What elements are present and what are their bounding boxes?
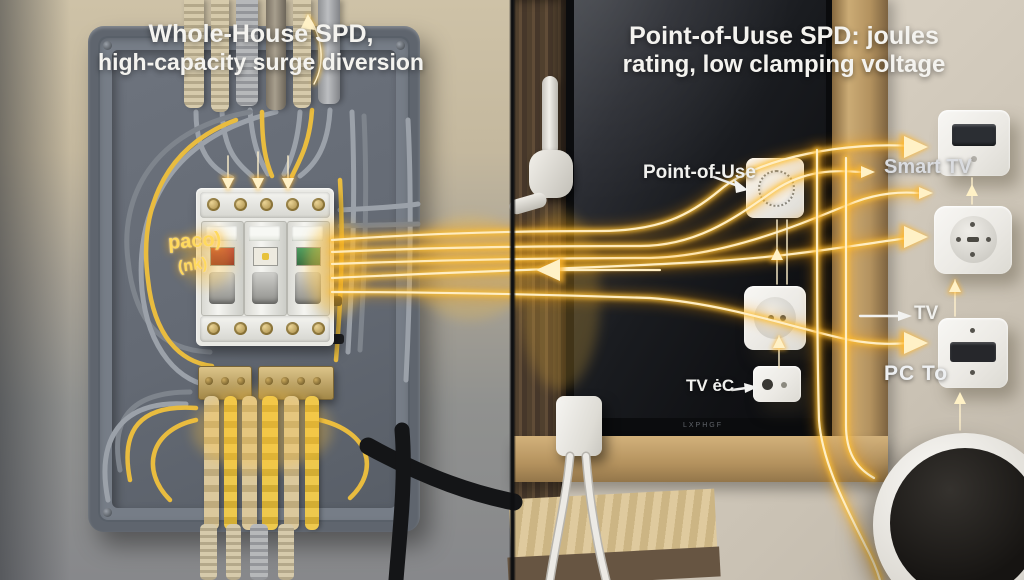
left-title: Whole-House SPD, high-capacity surge div… [96,20,426,76]
screw-icon [103,41,112,50]
label-tv: TV [914,303,939,324]
conduit [211,0,229,112]
din-breaker-module [196,188,334,346]
plug-button [971,156,977,162]
smart-thermostat [873,433,1024,580]
label-smart-tv: Smart TV [884,156,972,178]
terminal-block [198,366,252,400]
adapter-dial-face [758,170,795,207]
breaker-label-sticker [249,226,280,241]
outlet-slot [950,342,996,362]
conduit [236,0,258,106]
socket-hole [970,370,975,375]
terminal-screw-icon [234,198,247,211]
terminal-screw-icon [260,322,273,335]
sleeved-wire [242,396,257,530]
screw-icon [396,41,405,50]
smart-plug-with-display [938,110,1010,176]
screw-icon [281,377,289,385]
conduit-bottom [278,524,294,580]
screw-icon [396,508,405,517]
conduit-pipe-vertical [542,76,558,156]
socket-hole [970,328,975,333]
screw-icon [297,377,305,385]
sleeved-wire [284,396,299,530]
conduit [318,0,340,104]
terminal-screw-icon [312,322,325,335]
conduit [184,0,204,108]
breaker-right [287,221,330,316]
spd-socket-adapter [744,286,806,350]
socket-hole [970,222,975,227]
socket-slot [967,237,979,242]
panel-divider [509,0,516,580]
socket-hole [780,315,786,321]
terminal-screw-icon [286,198,299,211]
tv-brand-logo: LXPHGF [682,422,723,429]
terminal-screw-icon [207,322,220,335]
conduit-bottom [250,524,268,580]
breaker-toggle [252,272,278,304]
breaker-indicator-yellow [262,253,269,260]
label-tv-ac: TV ėC [686,376,735,395]
thermostat-face [890,448,1024,580]
screw-icon [221,377,229,385]
terminal-screw-icon [207,198,220,211]
screw-icon [205,377,213,385]
conduit-bottom [226,524,241,580]
tv-ac-adapter-box [753,366,801,402]
sleeved-wire-yellow [224,396,237,530]
right-title-line1: Point-of-Uuse SPD: joules [629,22,939,50]
socket-hole [768,315,774,321]
screw-icon [237,377,245,385]
wall-plug-adapter [556,396,602,456]
adapter-port [762,379,773,390]
socket-recess [754,297,796,339]
left-title-line2: high-capacity surge diversion [98,49,424,75]
conduit-pipe-elbow [529,150,573,198]
terminal-screw-icon [312,198,325,211]
terminal-row-bottom [200,316,330,342]
breaker-indicator-window [253,247,278,266]
breaker-label-sticker [292,226,323,241]
breaker-toggle [295,272,321,304]
screw-icon [103,508,112,517]
socket-hole [956,237,961,242]
wall-socket-spd [934,206,1012,274]
screw-icon [313,377,321,385]
right-title: Point-of-Uuse SPD: joules rating, low cl… [606,22,962,79]
terminal-block [258,366,334,400]
breaker-indicator-green [296,247,321,266]
breaker-middle [244,221,287,316]
right-title-line2: rating, low clamping voltage [622,51,946,78]
socket-hole [986,237,991,242]
terminal-row-top [200,192,330,218]
screw-icon [265,377,273,385]
label-point-of-use: Point-of-Use [643,162,756,183]
conduit [266,0,286,110]
label-pc-to: PC To [884,362,949,385]
terminal-screw-icon [260,198,273,211]
breaker-toggle [209,272,235,304]
left-title-line1: Whole-House SPD, [148,20,374,48]
sleeved-wire-yellow [262,396,278,530]
terminal-screw-icon [286,322,299,335]
sleeved-wire [204,396,219,530]
glow-scribble: paco) [167,228,223,254]
pc-outlet-spd [938,318,1008,388]
wood-wall-strip [514,0,568,580]
left-wall-corner-shadow [0,0,70,580]
terminal-screw-icon [234,322,247,335]
sleeved-wire-yellow [305,396,319,530]
plug-lcd-display [952,124,996,146]
adapter-port [781,382,787,388]
conduit-bottom [200,524,217,580]
socket-hole [970,252,975,257]
